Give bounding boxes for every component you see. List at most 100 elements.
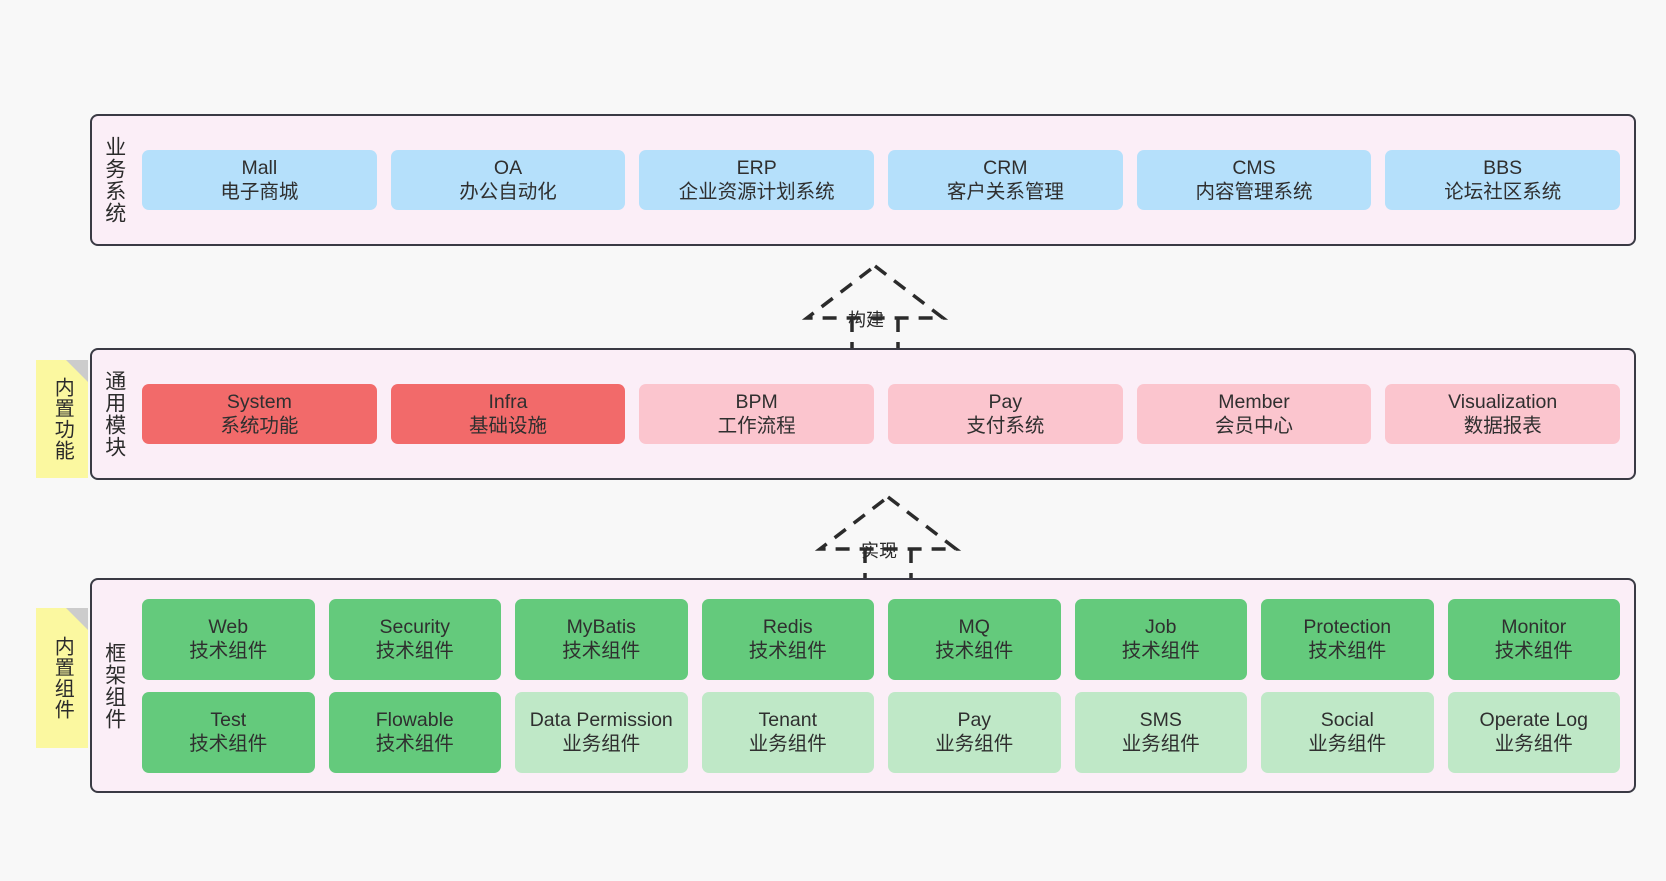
card-title: Flowable <box>375 708 454 731</box>
card-security[interactable]: Security 技术组件 <box>328 598 501 680</box>
connector-implement-arrow <box>814 494 962 589</box>
card-data-permission[interactable]: Data Permission 业务组件 <box>515 691 688 773</box>
card-title: Security <box>379 615 450 638</box>
card-subtitle: 工作流程 <box>717 415 796 437</box>
connector-build: 构建 <box>795 262 955 358</box>
sticky-note-builtin-features: 内置功能 <box>36 360 88 478</box>
layer-title-framework: 框架组件 <box>102 641 126 730</box>
card-subtitle: 业务组件 <box>562 733 641 755</box>
card-subtitle: 技术组件 <box>1308 640 1387 662</box>
layer-panel-business: 业务系统 Mall 电子商城 OA 办公自动化 ERP 企业资源计划系统 CRM… <box>90 114 1636 246</box>
sticky-note-builtin-components: 内置组件 <box>36 608 88 748</box>
card-mall[interactable]: Mall 电子商城 <box>142 149 377 211</box>
card-subtitle: 技术组件 <box>189 733 268 755</box>
card-visualization[interactable]: Visualization 数据报表 <box>1385 383 1621 445</box>
card-title: Monitor <box>1501 615 1567 638</box>
card-cms[interactable]: CMS 内容管理系统 <box>1136 149 1372 211</box>
card-sms[interactable]: SMS 业务组件 <box>1074 691 1247 773</box>
card-web[interactable]: Web 技术组件 <box>142 598 315 680</box>
card-subtitle: 技术组件 <box>935 640 1014 662</box>
card-pay[interactable]: Pay 支付系统 <box>888 383 1123 445</box>
card-title: CRM <box>983 156 1028 179</box>
card-redis[interactable]: Redis 技术组件 <box>701 598 874 680</box>
card-title: Social <box>1320 708 1374 731</box>
card-subtitle: 业务组件 <box>1121 733 1200 755</box>
card-operate-log[interactable]: Operate Log 业务组件 <box>1447 691 1620 773</box>
card-subtitle: 技术组件 <box>189 640 268 662</box>
card-system[interactable]: System 系统功能 <box>142 383 377 445</box>
card-title: MyBatis <box>566 615 636 638</box>
card-title: Test <box>210 708 247 731</box>
layer-panel-framework: 框架组件 Web 技术组件 Security 技术组件 MyBatis 技术组件… <box>90 578 1636 793</box>
card-title: Job <box>1145 615 1177 638</box>
card-subtitle: 技术组件 <box>375 640 454 662</box>
card-title: Operate Log <box>1479 708 1588 731</box>
card-title: Tenant <box>758 708 818 731</box>
card-title: Pay <box>957 708 992 731</box>
card-subtitle: 基础设施 <box>469 415 548 437</box>
card-subtitle: 系统功能 <box>220 415 299 437</box>
card-row: Web 技术组件 Security 技术组件 MyBatis 技术组件 Redi… <box>142 598 1620 680</box>
card-subtitle: 数据报表 <box>1463 415 1542 437</box>
card-title: ERP <box>736 156 777 179</box>
connector-implement: 实现 <box>808 493 968 589</box>
card-subtitle: 技术组件 <box>748 640 827 662</box>
card-subtitle: 技术组件 <box>1494 640 1573 662</box>
card-subtitle: 业务组件 <box>1308 733 1387 755</box>
card-title: Web <box>208 615 249 638</box>
card-subtitle: 客户关系管理 <box>946 181 1064 203</box>
layer-title-business: 业务系统 <box>102 136 126 224</box>
layer-title-common: 通用模块 <box>102 370 126 458</box>
card-subtitle: 业务组件 <box>748 733 827 755</box>
connector-build-arrow <box>801 263 949 358</box>
card-member[interactable]: Member 会员中心 <box>1136 383 1372 445</box>
card-subtitle: 支付系统 <box>966 415 1045 437</box>
card-row: Mall 电子商城 OA 办公自动化 ERP 企业资源计划系统 CRM 客户关系… <box>142 149 1621 211</box>
card-row: Test 技术组件 Flowable 技术组件 Data Permission … <box>142 691 1620 773</box>
card-test[interactable]: Test 技术组件 <box>142 691 315 773</box>
connector-implement-label: 实现 <box>861 541 897 561</box>
card-title: CMS <box>1232 156 1276 179</box>
card-flowable[interactable]: Flowable 技术组件 <box>328 691 501 773</box>
card-title: Data Permission <box>529 708 673 731</box>
card-subtitle: 会员中心 <box>1215 415 1294 437</box>
card-subtitle: 企业资源计划系统 <box>678 181 835 203</box>
layer-body-framework: Web 技术组件 Security 技术组件 MyBatis 技术组件 Redi… <box>136 580 1634 791</box>
card-title: SMS <box>1139 708 1182 731</box>
card-monitor[interactable]: Monitor 技术组件 <box>1447 598 1620 680</box>
layer-body-business: Mall 电子商城 OA 办公自动化 ERP 企业资源计划系统 CRM 客户关系… <box>136 116 1634 244</box>
card-title: Visualization <box>1448 390 1558 413</box>
card-erp[interactable]: ERP 企业资源计划系统 <box>639 149 875 211</box>
card-oa[interactable]: OA 办公自动化 <box>390 149 626 211</box>
card-infra[interactable]: Infra 基础设施 <box>390 383 626 445</box>
layer-body-common: System 系统功能 Infra 基础设施 BPM 工作流程 Pay 支付系统… <box>136 350 1634 478</box>
card-title: OA <box>493 156 523 179</box>
card-subtitle: 技术组件 <box>375 733 454 755</box>
card-mq[interactable]: MQ 技术组件 <box>888 598 1061 680</box>
card-protection[interactable]: Protection 技术组件 <box>1261 598 1434 680</box>
card-social[interactable]: Social 业务组件 <box>1261 691 1434 773</box>
card-title: Redis <box>762 615 813 638</box>
card-title: BBS <box>1483 156 1523 179</box>
card-title: Protection <box>1303 615 1392 638</box>
card-title: MQ <box>958 615 990 638</box>
card-bbs[interactable]: BBS 论坛社区系统 <box>1385 149 1621 211</box>
card-tenant[interactable]: Tenant 业务组件 <box>701 691 874 773</box>
card-title: System <box>226 390 292 413</box>
card-crm[interactable]: CRM 客户关系管理 <box>888 149 1123 211</box>
card-title: Mall <box>241 156 278 179</box>
card-subtitle: 技术组件 <box>562 640 641 662</box>
card-pay-component[interactable]: Pay 业务组件 <box>888 691 1061 773</box>
card-subtitle: 业务组件 <box>935 733 1014 755</box>
card-job[interactable]: Job 技术组件 <box>1074 598 1247 680</box>
card-subtitle: 办公自动化 <box>459 181 557 203</box>
card-title: Pay <box>988 390 1023 413</box>
card-row: System 系统功能 Infra 基础设施 BPM 工作流程 Pay 支付系统… <box>142 383 1621 445</box>
card-mybatis[interactable]: MyBatis 技术组件 <box>515 598 688 680</box>
card-title: BPM <box>735 390 778 413</box>
card-subtitle: 业务组件 <box>1494 733 1573 755</box>
connector-build-label: 构建 <box>848 310 884 330</box>
card-bpm[interactable]: BPM 工作流程 <box>639 383 875 445</box>
sticky-note-label: 内置组件 <box>51 636 74 720</box>
card-subtitle: 技术组件 <box>1121 640 1200 662</box>
